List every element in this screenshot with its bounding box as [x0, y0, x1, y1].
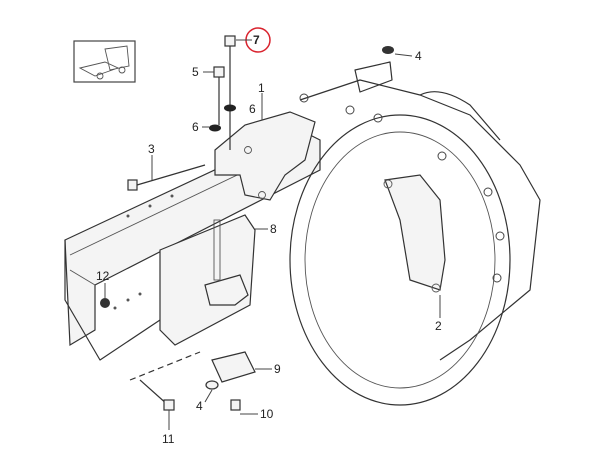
callout-9[interactable]: 9	[274, 362, 281, 376]
plate-9	[211, 351, 256, 383]
bracket-1	[214, 111, 316, 201]
callout-4-lower[interactable]: 4	[196, 399, 203, 413]
callout-4[interactable]: 4	[415, 49, 422, 63]
callout-10[interactable]: 10	[260, 407, 274, 421]
callout-6[interactable]: 6	[192, 120, 199, 134]
callout-2[interactable]: 2	[435, 319, 442, 333]
callout-12[interactable]: 12	[96, 269, 110, 283]
callout-1[interactable]: 1	[258, 81, 265, 95]
callout-7[interactable]: 7	[253, 33, 260, 47]
callout-5[interactable]: 5	[192, 65, 199, 79]
callouts: 7 4 5 1 6 6 3 8 12 2 9 4 10 11	[96, 27, 442, 446]
vehicle-thumbnail	[73, 40, 136, 83]
callout-8[interactable]: 8	[270, 222, 277, 236]
bolts	[100, 35, 394, 411]
mount-8	[159, 214, 256, 346]
bracket-2	[384, 174, 446, 291]
callout-11[interactable]: 11	[162, 432, 175, 446]
callout-3[interactable]: 3	[148, 142, 155, 156]
callout-6-secondary[interactable]: 6	[249, 102, 256, 116]
transmission-housing	[289, 61, 541, 406]
